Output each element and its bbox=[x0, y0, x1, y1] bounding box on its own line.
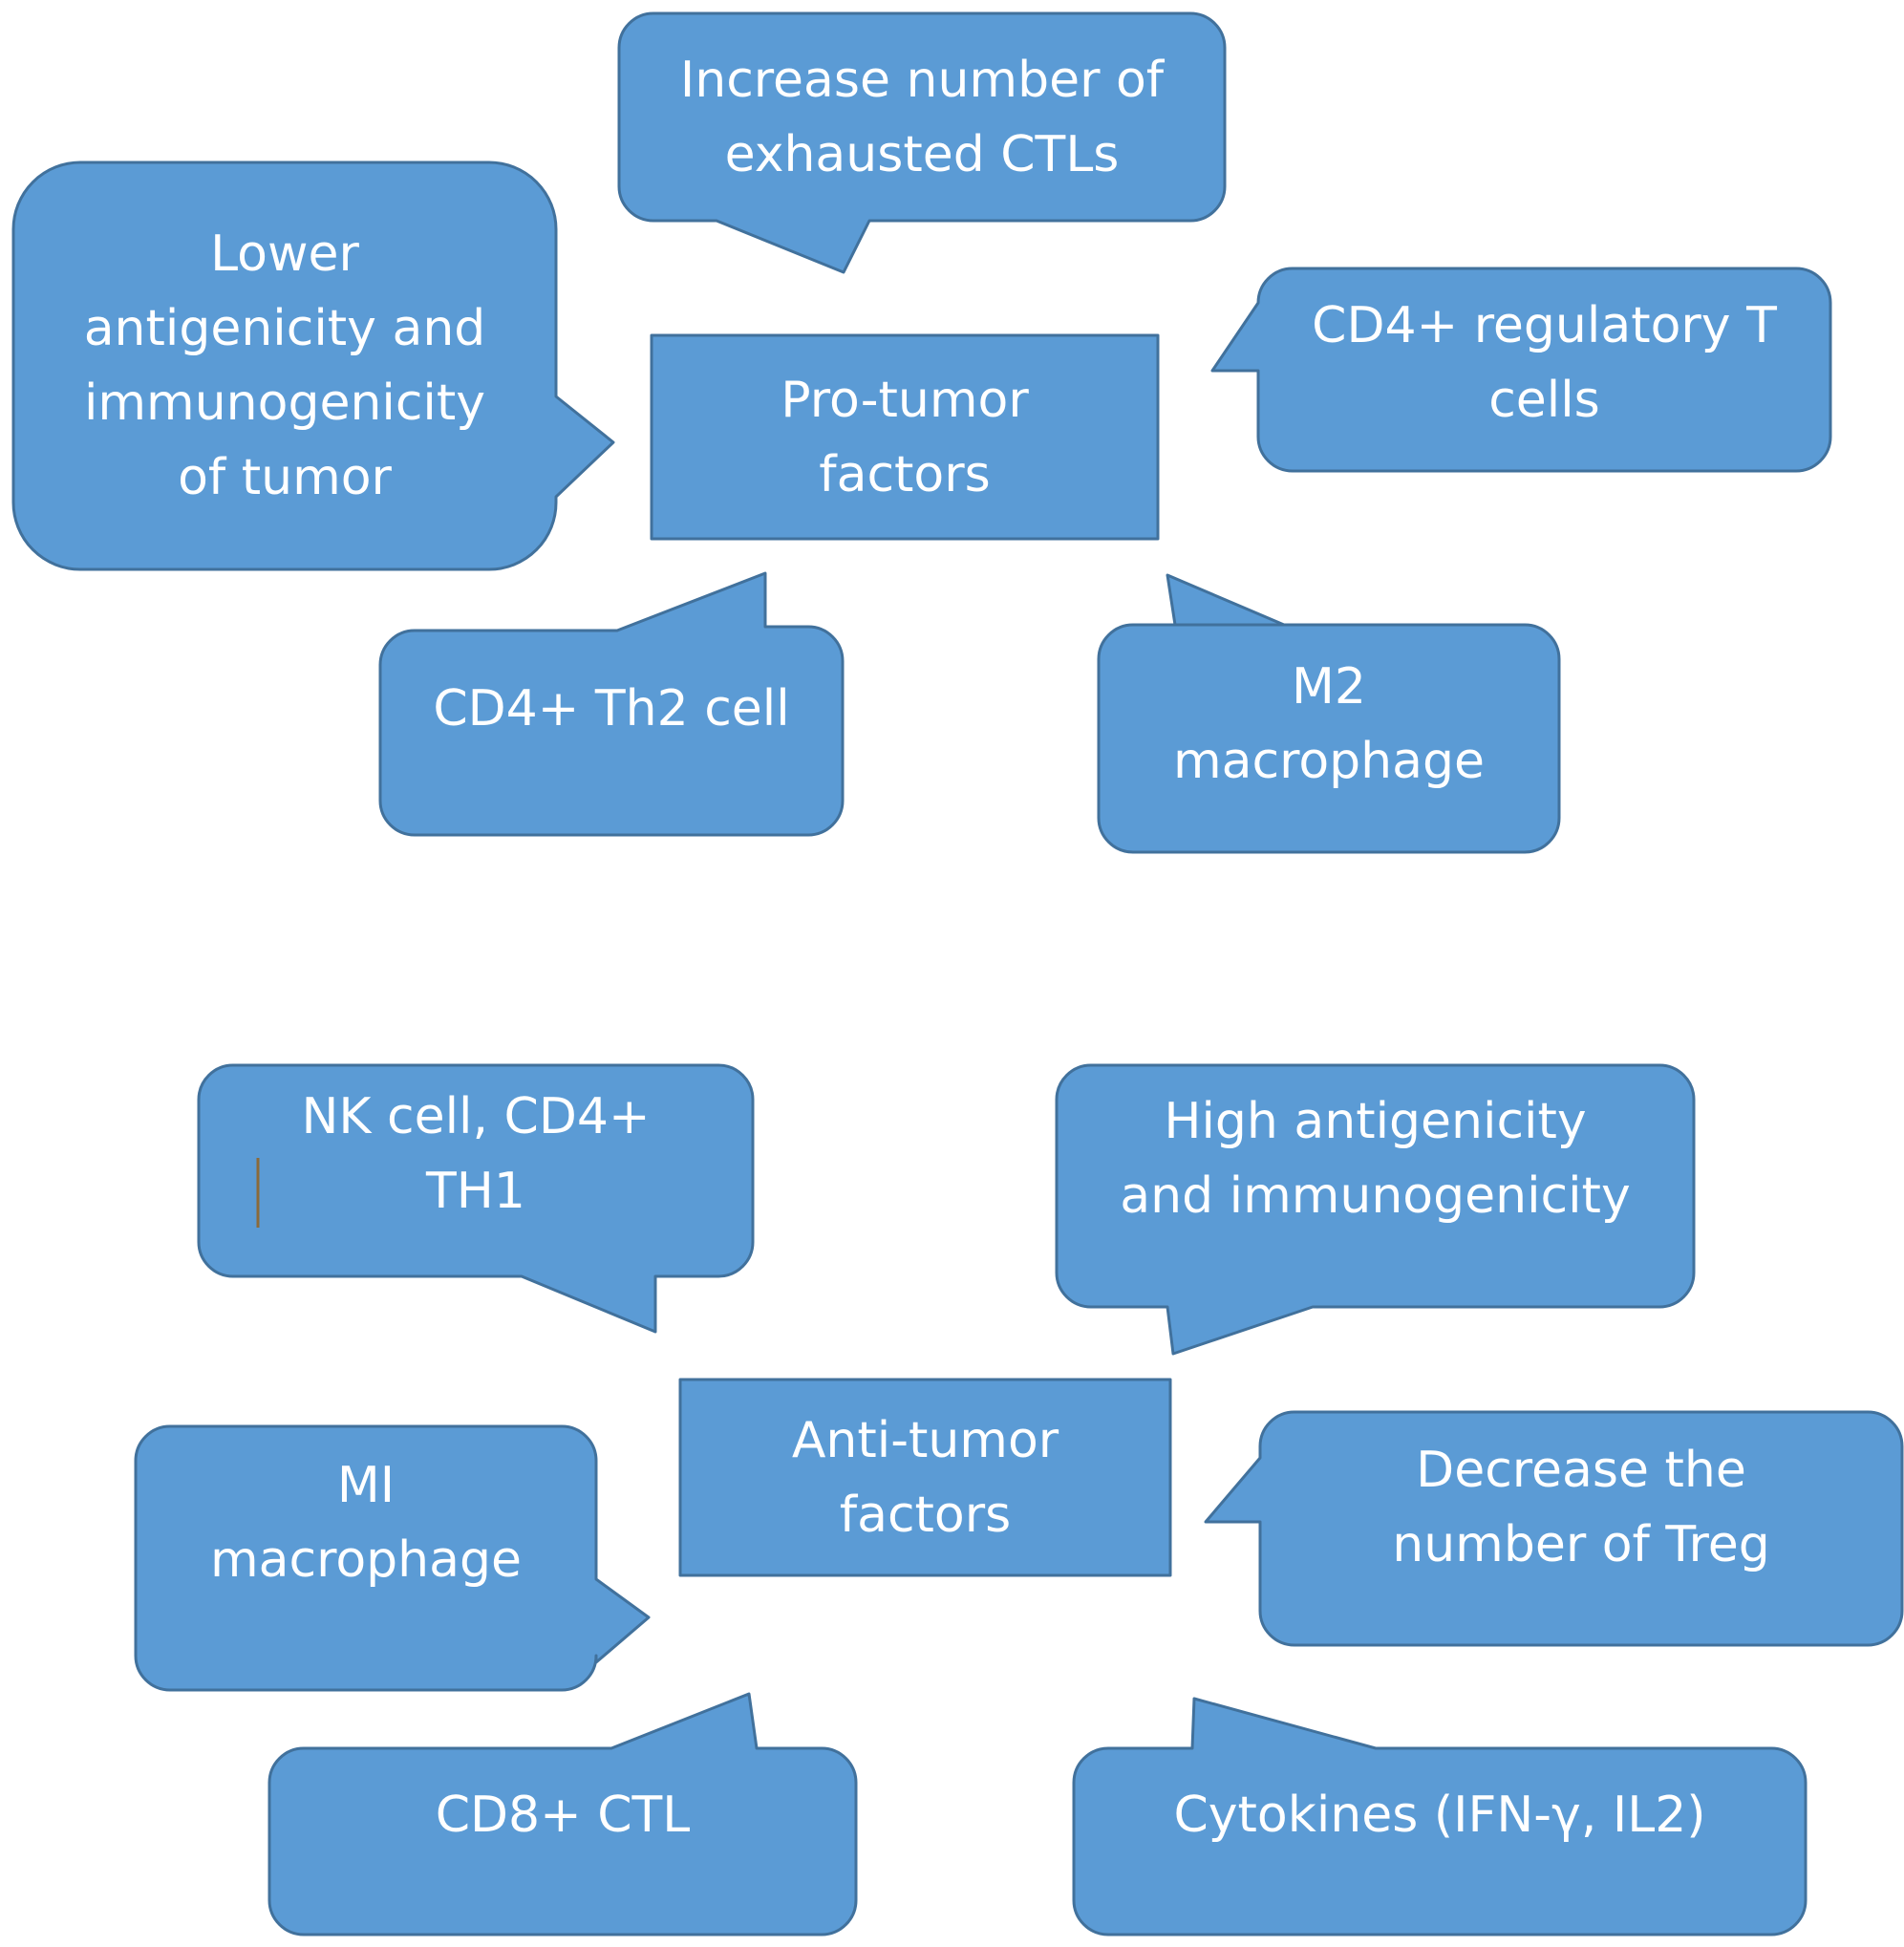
callout-decrease-treg-shape bbox=[1204, 1410, 1904, 1647]
callout-lower-antigenicity-shape bbox=[11, 160, 615, 571]
callout-m1-macrophage-shape bbox=[134, 1424, 651, 1692]
callout-cd4-treg-shape bbox=[1210, 267, 1832, 473]
callout-cytokines-shape bbox=[1072, 1697, 1808, 1936]
anti-tumor-center-box bbox=[678, 1378, 1172, 1577]
callout-exhausted-ctls-shape bbox=[617, 11, 1227, 274]
callout-cd4-th2-shape bbox=[378, 571, 845, 837]
callout-nk-th1-shape bbox=[197, 1063, 755, 1334]
callout-cd8-ctl-shape bbox=[267, 1692, 858, 1936]
pro-tumor-center-box bbox=[650, 333, 1160, 541]
callout-m2-macrophage-shape bbox=[1097, 573, 1561, 854]
callout-high-antigenicity-shape bbox=[1055, 1063, 1696, 1356]
